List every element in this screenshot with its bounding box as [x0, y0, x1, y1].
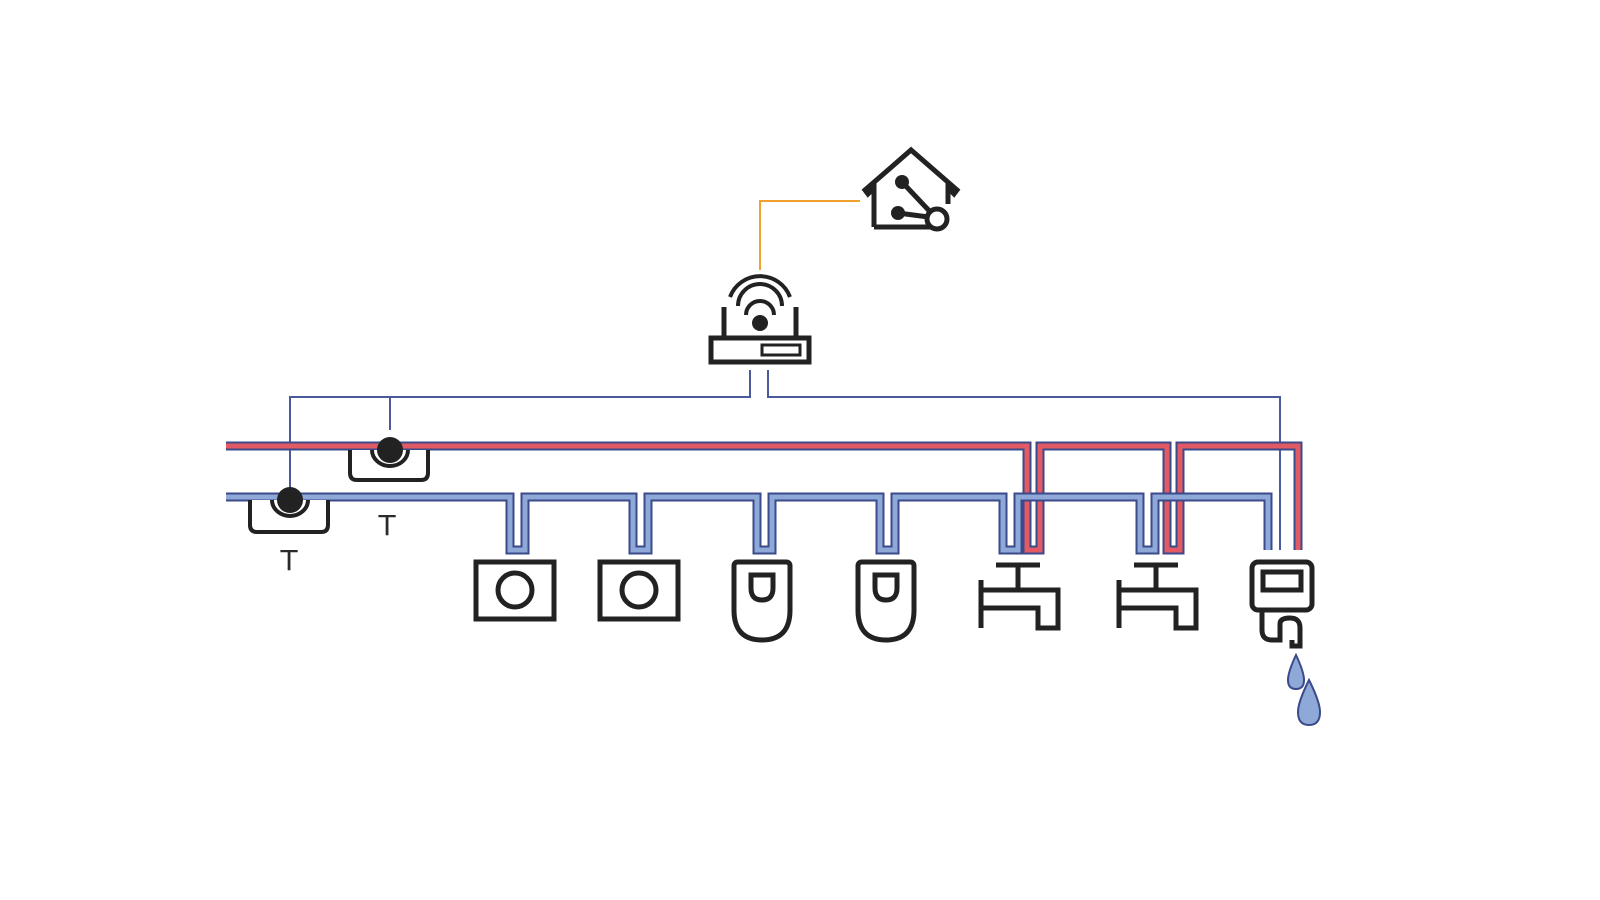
faucet-2-icon — [1116, 562, 1199, 631]
smart-home-hub-icon — [861, 146, 961, 232]
hot-water-pipe — [226, 441, 1303, 555]
network-link-line — [759, 200, 860, 270]
signal-wiring — [289, 370, 1281, 550]
wireless-gateway-icon — [708, 274, 812, 365]
sensor-label: T — [279, 544, 298, 577]
cold-water-temperature-sensor: T — [248, 487, 330, 577]
faucet-1-icon — [978, 562, 1061, 631]
shower-flush-terminal-icon — [1249, 559, 1315, 649]
sensor-label: T — [377, 509, 396, 542]
urinal-1-icon — [731, 559, 793, 643]
flush-button-1-icon — [473, 559, 557, 622]
urinal-2-icon — [855, 559, 917, 643]
flush-button-2-icon — [597, 559, 681, 622]
cold-water-pipe — [226, 492, 1273, 555]
water-drop-icon — [1286, 652, 1322, 727]
hot-water-temperature-sensor: T — [348, 437, 430, 542]
